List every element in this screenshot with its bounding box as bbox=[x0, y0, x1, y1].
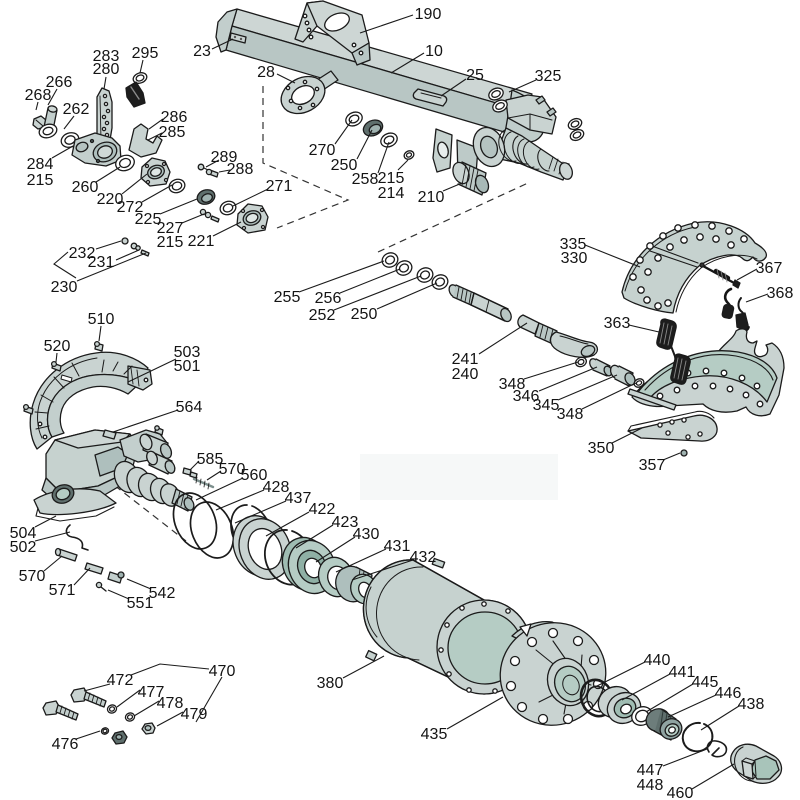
svg-text:423: 423 bbox=[332, 514, 359, 531]
svg-text:295: 295 bbox=[132, 45, 159, 62]
svg-text:221: 221 bbox=[188, 233, 215, 250]
svg-text:502: 502 bbox=[10, 539, 37, 556]
svg-text:268: 268 bbox=[25, 87, 52, 104]
svg-text:215: 215 bbox=[27, 172, 54, 189]
svg-text:23: 23 bbox=[193, 43, 211, 60]
svg-text:477: 477 bbox=[138, 684, 165, 701]
svg-text:368: 368 bbox=[767, 285, 794, 302]
svg-text:335: 335 bbox=[560, 236, 587, 253]
svg-text:447: 447 bbox=[637, 762, 664, 779]
svg-text:283: 283 bbox=[93, 48, 120, 65]
svg-text:470: 470 bbox=[209, 663, 236, 680]
svg-text:250: 250 bbox=[331, 157, 358, 174]
svg-text:346: 346 bbox=[513, 388, 540, 405]
svg-text:288: 288 bbox=[227, 161, 254, 178]
svg-text:435: 435 bbox=[421, 726, 448, 743]
svg-text:214: 214 bbox=[378, 185, 405, 202]
svg-text:250: 250 bbox=[351, 306, 378, 323]
svg-text:476: 476 bbox=[52, 736, 79, 753]
svg-text:348: 348 bbox=[557, 406, 584, 423]
svg-text:350: 350 bbox=[588, 440, 615, 457]
svg-text:430: 430 bbox=[353, 526, 380, 543]
svg-text:262: 262 bbox=[63, 101, 90, 118]
svg-text:445: 445 bbox=[692, 674, 719, 691]
svg-text:357: 357 bbox=[639, 457, 666, 474]
svg-text:266: 266 bbox=[46, 74, 73, 91]
svg-text:503: 503 bbox=[174, 344, 201, 361]
svg-text:560: 560 bbox=[241, 467, 268, 484]
svg-text:231: 231 bbox=[88, 254, 115, 271]
svg-text:190: 190 bbox=[415, 6, 442, 23]
svg-text:232: 232 bbox=[69, 245, 96, 262]
svg-text:448: 448 bbox=[637, 777, 664, 794]
svg-text:286: 286 bbox=[161, 109, 188, 126]
svg-text:542: 542 bbox=[149, 585, 176, 602]
svg-text:25: 25 bbox=[466, 67, 484, 84]
svg-text:479: 479 bbox=[181, 706, 208, 723]
svg-text:330: 330 bbox=[561, 250, 588, 267]
svg-text:422: 422 bbox=[309, 501, 336, 518]
svg-text:367: 367 bbox=[756, 260, 783, 277]
svg-text:472: 472 bbox=[107, 672, 134, 689]
svg-text:215: 215 bbox=[157, 234, 184, 251]
svg-text:585: 585 bbox=[197, 451, 224, 468]
svg-text:504: 504 bbox=[10, 525, 37, 542]
svg-text:348: 348 bbox=[499, 376, 526, 393]
svg-text:271: 271 bbox=[266, 178, 293, 195]
svg-text:431: 431 bbox=[384, 538, 411, 555]
svg-text:520: 520 bbox=[44, 338, 71, 355]
svg-text:230: 230 bbox=[51, 279, 78, 296]
svg-text:255: 255 bbox=[274, 289, 301, 306]
svg-text:478: 478 bbox=[157, 695, 184, 712]
svg-text:270: 270 bbox=[309, 142, 336, 159]
svg-text:380: 380 bbox=[317, 675, 344, 692]
svg-text:225: 225 bbox=[135, 211, 162, 228]
svg-text:241: 241 bbox=[452, 351, 479, 368]
svg-text:325: 325 bbox=[535, 68, 562, 85]
svg-text:570: 570 bbox=[219, 461, 246, 478]
svg-text:446: 446 bbox=[715, 685, 742, 702]
svg-text:363: 363 bbox=[604, 315, 631, 332]
svg-text:210: 210 bbox=[418, 189, 445, 206]
svg-text:285: 285 bbox=[159, 124, 186, 141]
svg-text:440: 440 bbox=[644, 652, 671, 669]
svg-text:460: 460 bbox=[667, 785, 694, 800]
svg-text:252: 252 bbox=[309, 307, 336, 324]
svg-text:438: 438 bbox=[738, 696, 765, 713]
svg-text:227: 227 bbox=[157, 220, 184, 237]
svg-text:10: 10 bbox=[425, 43, 443, 60]
svg-text:28: 28 bbox=[257, 64, 275, 81]
svg-text:437: 437 bbox=[285, 490, 312, 507]
svg-text:260: 260 bbox=[72, 179, 99, 196]
svg-text:289: 289 bbox=[211, 149, 238, 166]
svg-text:564: 564 bbox=[176, 399, 203, 416]
svg-text:510: 510 bbox=[88, 311, 115, 328]
svg-text:284: 284 bbox=[27, 156, 54, 173]
svg-text:428: 428 bbox=[263, 479, 290, 496]
svg-text:571: 571 bbox=[49, 582, 76, 599]
svg-text:345: 345 bbox=[533, 397, 560, 414]
svg-text:551: 551 bbox=[127, 595, 154, 612]
svg-text:220: 220 bbox=[97, 191, 124, 208]
svg-text:432: 432 bbox=[410, 549, 437, 566]
svg-text:272: 272 bbox=[117, 199, 144, 216]
svg-text:570: 570 bbox=[19, 568, 46, 585]
svg-text:256: 256 bbox=[315, 290, 342, 307]
svg-text:501: 501 bbox=[174, 358, 201, 375]
svg-text:441: 441 bbox=[669, 664, 696, 681]
svg-text:258: 258 bbox=[352, 171, 379, 188]
svg-text:215: 215 bbox=[378, 170, 405, 187]
svg-text:240: 240 bbox=[452, 366, 479, 383]
svg-text:280: 280 bbox=[93, 61, 120, 78]
